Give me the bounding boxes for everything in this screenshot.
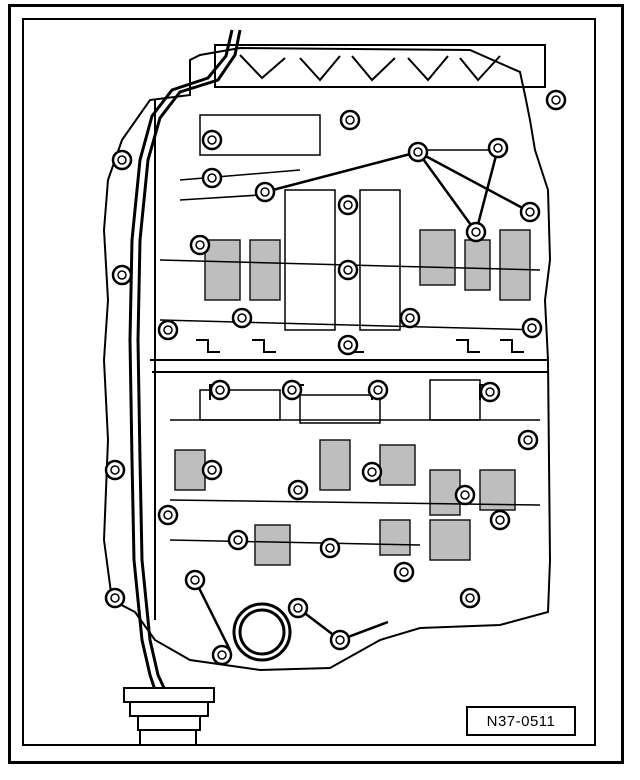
bolt-center — [460, 490, 470, 500]
wiring-harness — [128, 29, 242, 691]
valve-body-outline — [102, 46, 552, 672]
bolt-icon — [407, 141, 429, 163]
bolt-icon — [337, 334, 359, 356]
bolt-icon — [337, 194, 359, 216]
bolt-center — [163, 325, 173, 335]
bolt-center — [493, 143, 503, 153]
bolt-icon — [517, 429, 539, 451]
bolt-icon — [157, 504, 179, 526]
wiring-connector-icon — [123, 687, 215, 746]
bolt-center — [325, 543, 335, 553]
bolt-center — [343, 340, 353, 350]
bolt-center — [399, 567, 409, 577]
bolt-icon — [519, 201, 541, 223]
bolt-icon — [201, 129, 223, 151]
bolt-icon — [489, 509, 511, 531]
bolt-icon — [111, 264, 133, 286]
bolt-icon — [465, 221, 487, 243]
bolt-center — [525, 207, 535, 217]
bolt-center — [110, 593, 120, 603]
bolt-center — [293, 485, 303, 495]
bolt-icon — [319, 537, 341, 559]
bolt-icon — [329, 629, 351, 651]
bolt-center — [215, 385, 225, 395]
bolt-center — [195, 240, 205, 250]
bolt-icon — [361, 461, 383, 483]
bolt-center — [207, 135, 217, 145]
bolt-icon — [337, 259, 359, 281]
bolt-icon — [545, 89, 567, 111]
bolt-center — [471, 227, 481, 237]
bolt-icon — [157, 319, 179, 341]
bolt-icon — [211, 644, 233, 666]
bolt-center — [293, 603, 303, 613]
valve-body-details — [159, 114, 541, 546]
bolt-center — [495, 515, 505, 525]
bolt-icon — [521, 317, 543, 339]
bolt-center — [117, 155, 127, 165]
bolt-icon — [201, 167, 223, 189]
bolt-center — [287, 385, 297, 395]
bolt-icon — [189, 234, 211, 256]
bolt-center — [163, 510, 173, 520]
figure-reference-code: N37-0511 — [466, 706, 576, 736]
bolt-center — [367, 467, 377, 477]
bolt-icon — [287, 479, 309, 501]
valve-chambers — [174, 229, 531, 566]
bolt-center — [117, 270, 127, 280]
bolt-center — [465, 593, 475, 603]
bolt-icon — [231, 307, 253, 329]
bolt-center — [233, 535, 243, 545]
bolt-icon — [254, 181, 276, 203]
bolt-icon — [454, 484, 476, 506]
bolt-center — [345, 115, 355, 125]
bolt-center — [110, 465, 120, 475]
bolt-center — [207, 465, 217, 475]
bolt-icon — [479, 381, 501, 403]
bolt-center — [405, 313, 415, 323]
bolt-icon — [227, 529, 249, 551]
bolt-icon — [487, 137, 509, 159]
bolt-icon — [201, 459, 223, 481]
solenoid-valve-icon — [196, 339, 524, 400]
bolt-icon — [281, 379, 303, 401]
bolt-center — [523, 435, 533, 445]
bolt-center — [335, 635, 345, 645]
bolt-icon — [459, 587, 481, 609]
ring-seal — [232, 602, 292, 662]
bolt-icon — [393, 561, 415, 583]
bolt-center — [190, 575, 200, 585]
bolt-icon — [367, 379, 389, 401]
bolt-center — [413, 147, 423, 157]
bolt-icon — [111, 149, 133, 171]
bolt-icon — [209, 379, 231, 401]
bolt-center — [551, 95, 561, 105]
bolt-center — [260, 187, 270, 197]
bolt-group — [104, 89, 567, 666]
bolt-icon — [399, 307, 421, 329]
bolt-center — [217, 650, 227, 660]
bolt-center — [343, 265, 353, 275]
bolt-center — [373, 385, 383, 395]
bolt-icon — [287, 597, 309, 619]
outer-frame — [8, 4, 624, 764]
bolt-center — [207, 173, 217, 183]
bolt-center — [343, 200, 353, 210]
bolt-icon — [339, 109, 361, 131]
inner-frame — [22, 18, 596, 746]
bolt-center — [527, 323, 537, 333]
bolt-icon — [104, 459, 126, 481]
bolt-icon — [184, 569, 206, 591]
bolt-center — [237, 313, 247, 323]
bolt-icon — [104, 587, 126, 609]
bolt-center — [485, 387, 495, 397]
top-connector-strip — [214, 44, 546, 88]
